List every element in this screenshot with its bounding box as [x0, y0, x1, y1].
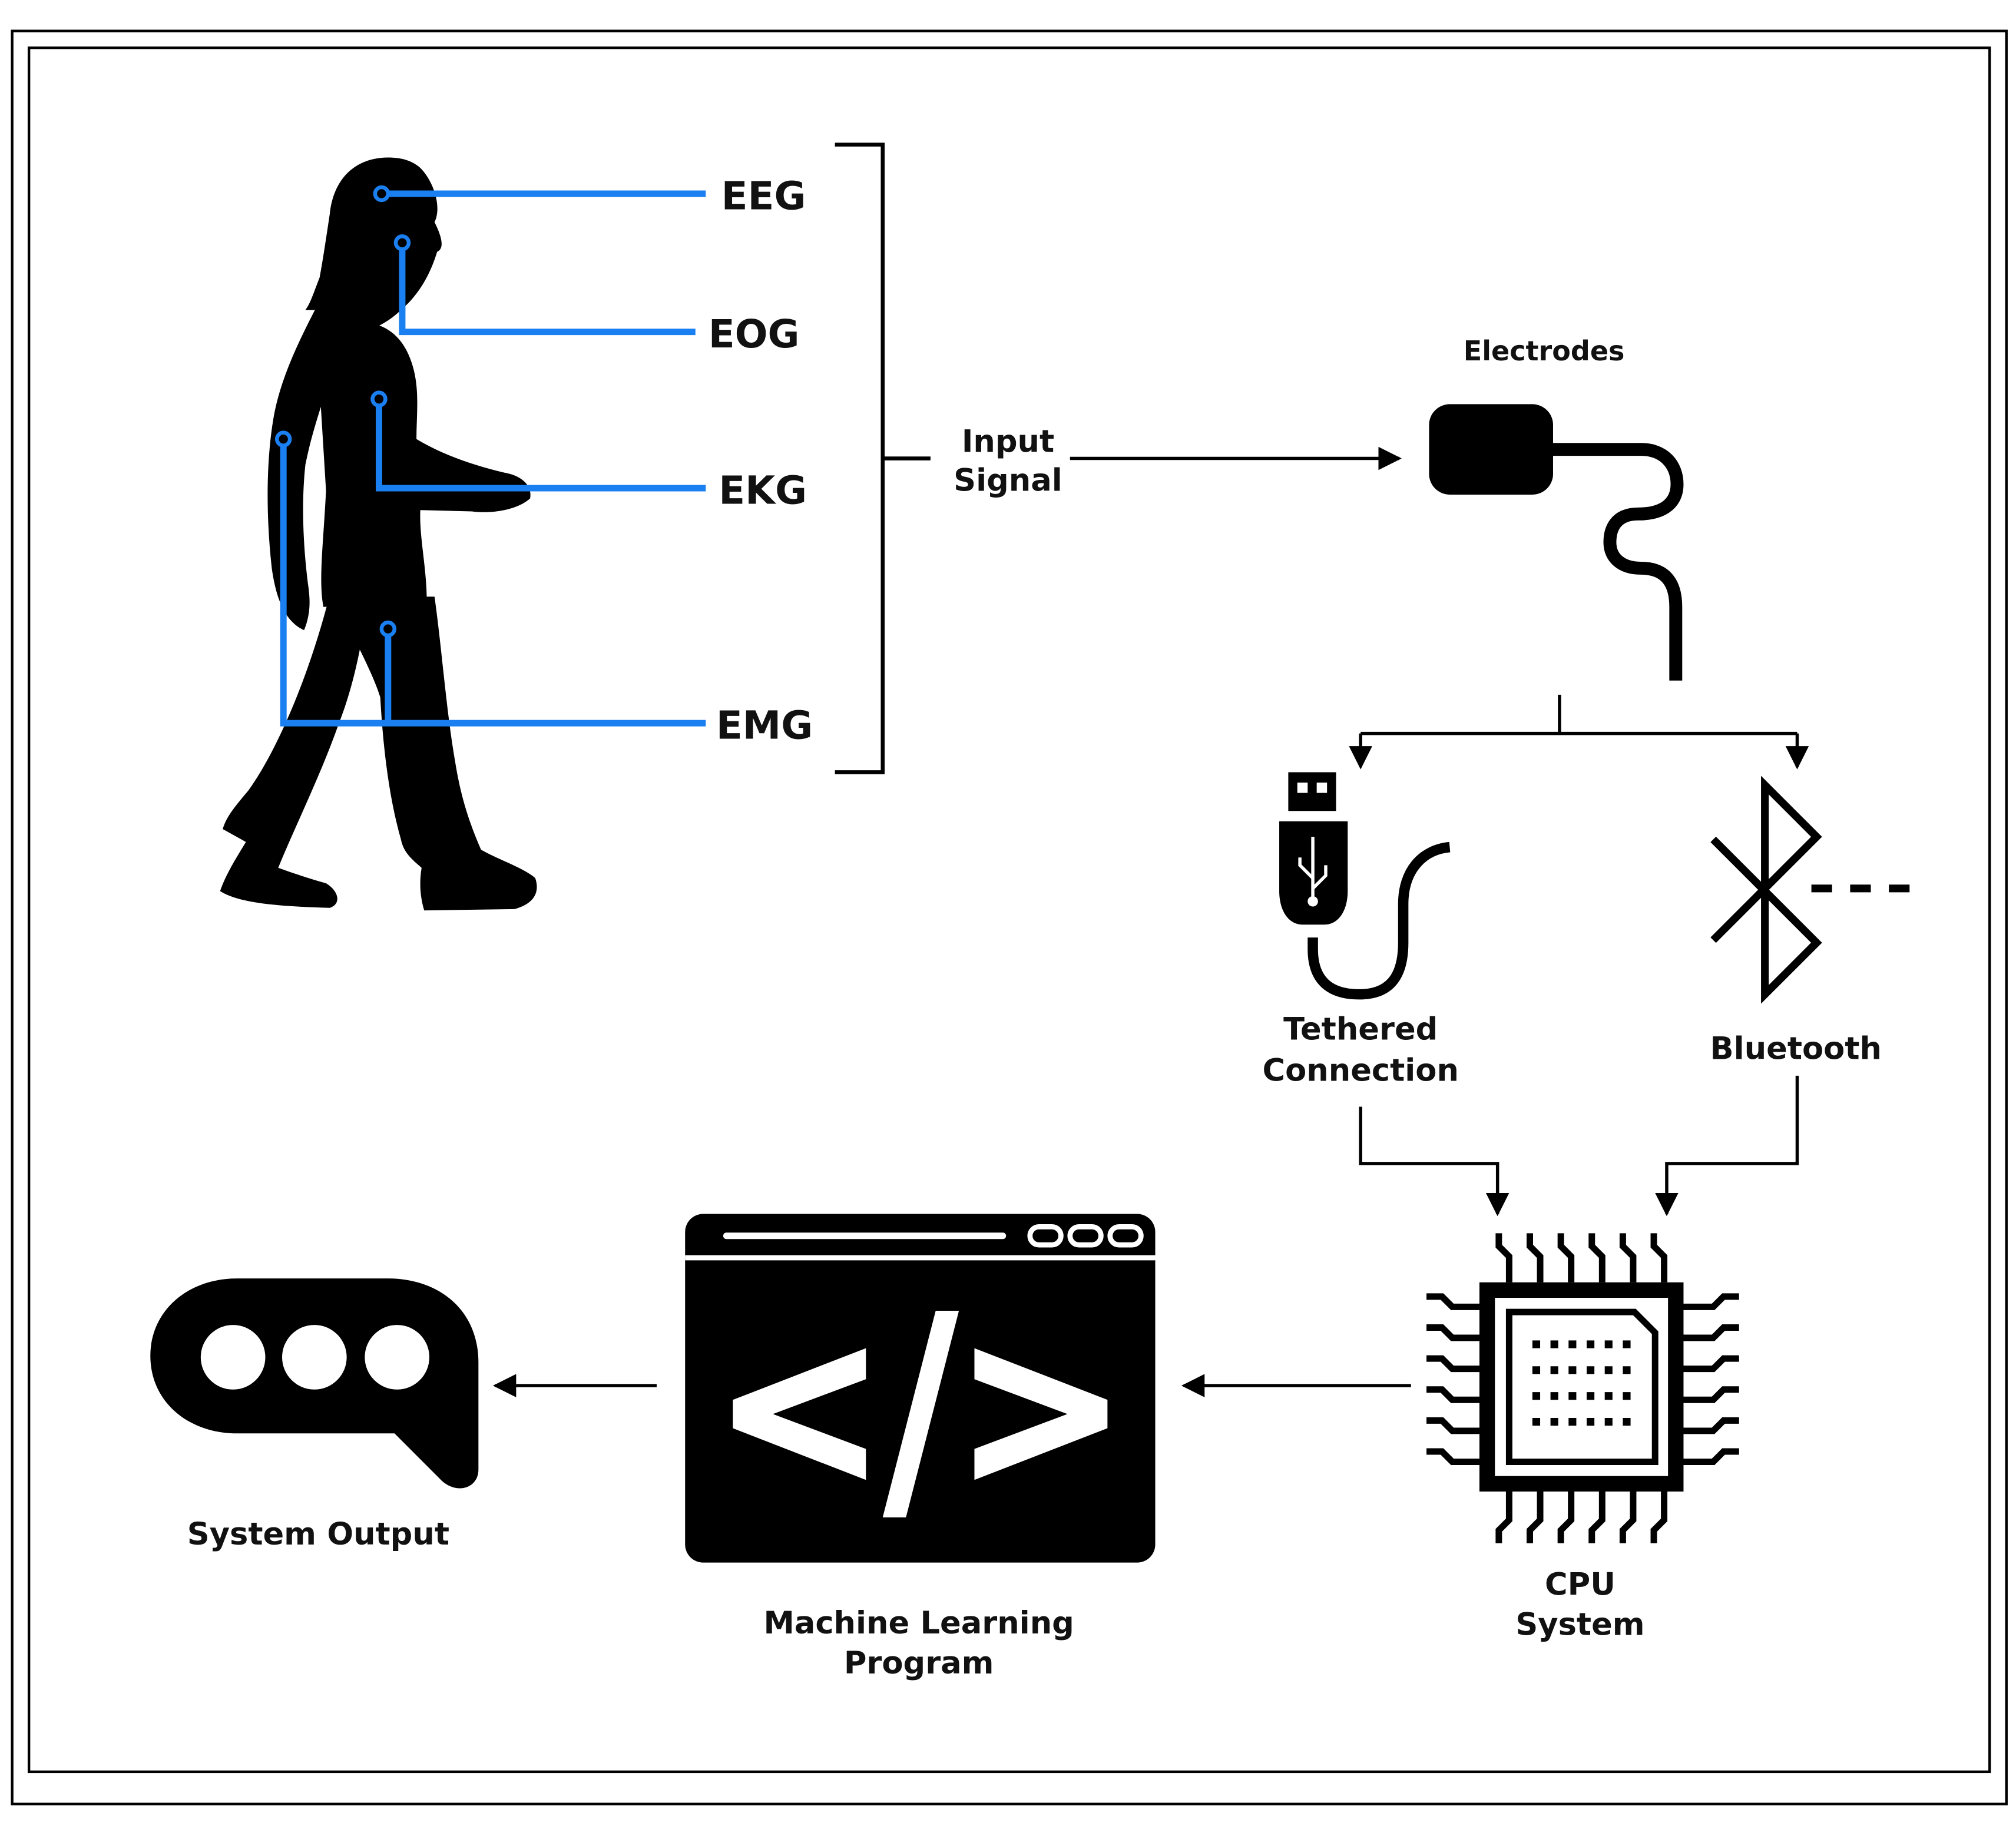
cpu-connectors [1359, 1075, 1799, 1217]
code-window-icon [685, 1214, 1156, 1563]
input-signal-label-line2: Signal [954, 462, 1062, 498]
person-silhouette-icon [220, 157, 537, 911]
cpu-label-line1: CPU [1545, 1566, 1616, 1602]
cpu-chip-icon [1426, 1233, 1739, 1543]
eog-label: EOG [709, 311, 800, 357]
outer-frame [11, 29, 2008, 1805]
electrode-leads [280, 190, 706, 727]
chat-bubble-icon [150, 1278, 479, 1489]
emg-lead [280, 439, 706, 727]
tethered-label-line1: Tethered [1283, 1011, 1438, 1047]
tethered-label-line2: Connection [1263, 1053, 1459, 1089]
eeg-label: EEG [721, 173, 806, 218]
input-signal-label-line1: Input [962, 424, 1054, 460]
ekg-lead [375, 399, 706, 492]
eog-electrode-point [393, 234, 411, 251]
split-connector [1349, 694, 1809, 770]
emg-label: EMG [716, 702, 813, 748]
eog-lead [399, 243, 696, 336]
ml-label-line1: Machine Learning [763, 1605, 1074, 1641]
ml-label-line2: Program [844, 1645, 994, 1681]
eeg-electrode-point [373, 185, 390, 203]
ekg-electrode-point [370, 390, 388, 407]
cpu-label-line2: System [1515, 1606, 1644, 1642]
ekg-label: EKG [719, 468, 807, 513]
usb-icon [1279, 772, 1451, 1000]
system-output-label: System Output [187, 1516, 449, 1552]
inner-frame [27, 46, 1991, 1774]
signal-bracket [835, 142, 931, 774]
electrode-icon [1429, 404, 1684, 681]
bluetooth-label: Bluetooth [1710, 1030, 1882, 1066]
bluetooth-icon [1710, 776, 1920, 1004]
electrodes-label: Electrodes [1464, 335, 1625, 367]
electrode-points [274, 185, 411, 638]
emg-electrode-point-arm [274, 430, 292, 448]
emg-electrode-point-leg [379, 620, 397, 638]
